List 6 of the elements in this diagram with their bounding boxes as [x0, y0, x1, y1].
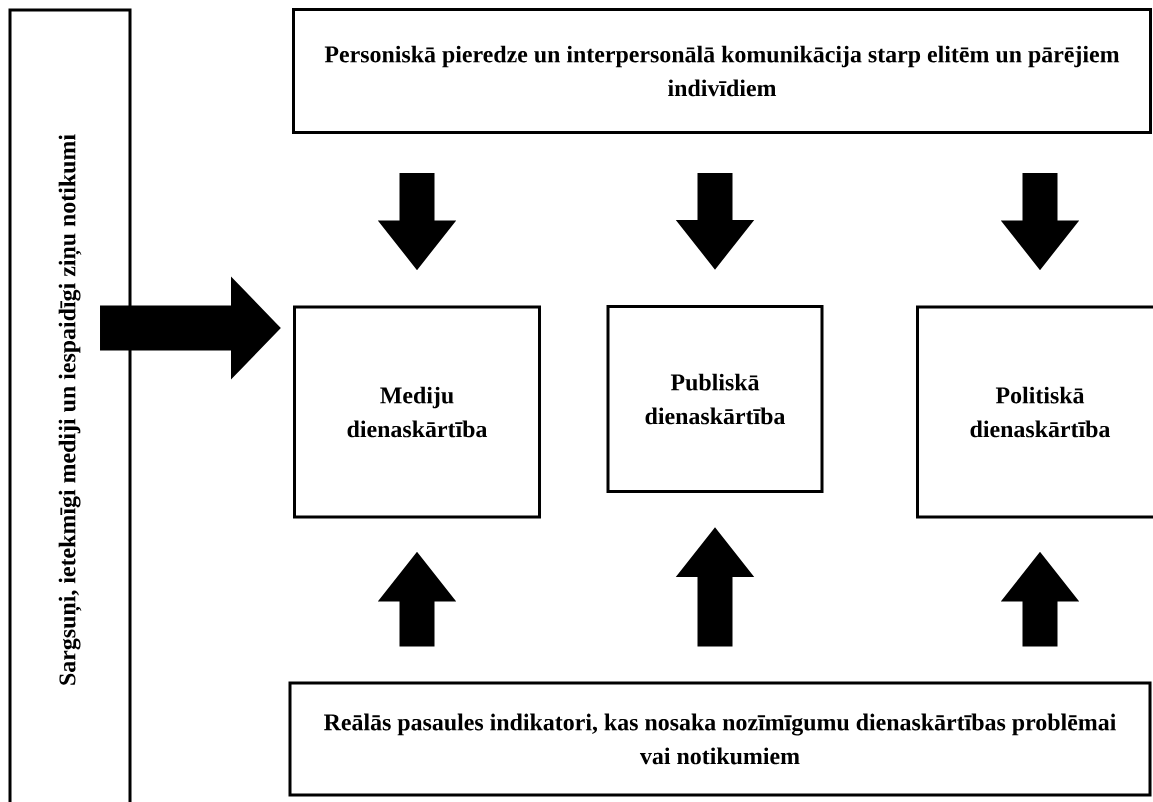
text-box: Personiskā pieredze un interpersonālā komunikācija starp elitēm un pārējiem indivīdiem [292, 8, 1152, 134]
text-box: Reālās pasaules indikatori, kas nosaka nozīmīgumu dienaskārtības problēmai vai notikumiem [288, 681, 1152, 797]
text-box: Politiskā dienaskārtība [916, 305, 1153, 519]
text-box: Publiskā dienaskārtība [606, 305, 824, 493]
text-box: Mediju dienaskārtība [293, 305, 541, 519]
text-box: Sargsuņi, ietekmīgi mediji un iespaidīgi ziņu notikumi [8, 8, 132, 802]
